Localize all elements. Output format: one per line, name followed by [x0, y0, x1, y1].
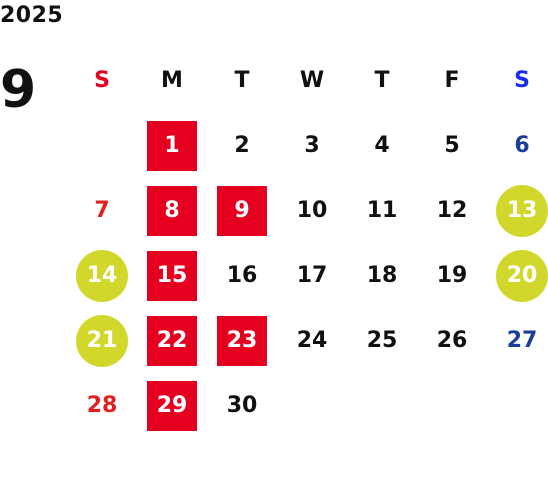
day-cell[interactable]: 21 [67, 308, 137, 373]
month-number: 9 [0, 60, 37, 120]
day-cell[interactable]: 12 [417, 178, 487, 243]
day-number: 12 [436, 198, 468, 223]
day-cell[interactable]: 28 [67, 373, 137, 438]
day-cell[interactable]: 14 [67, 243, 137, 308]
weekday-header: T [234, 68, 250, 93]
day-number: 15 [147, 250, 197, 301]
day-number: 14 [76, 249, 128, 302]
day-number: 8 [147, 185, 197, 236]
day-cell[interactable]: 8 [137, 178, 207, 243]
weekday-header: S [94, 68, 110, 93]
day-cell[interactable]: 4 [347, 113, 417, 178]
day-cell[interactable]: 26 [417, 308, 487, 373]
day-number: 13 [496, 184, 548, 237]
day-cell[interactable]: 18 [347, 243, 417, 308]
day-cell[interactable]: 7 [67, 178, 137, 243]
day-cell [277, 373, 347, 438]
year-label: 2025 [0, 3, 64, 28]
day-number: 30 [226, 393, 258, 418]
day-number: 29 [147, 380, 197, 431]
day-cell[interactable]: 11 [347, 178, 417, 243]
weekday-header: M [161, 68, 183, 93]
day-cell[interactable]: 3 [277, 113, 347, 178]
day-number: 22 [147, 315, 197, 366]
day-cell[interactable]: 16 [207, 243, 277, 308]
day-cell[interactable]: 15 [137, 243, 207, 308]
weekday-header: F [444, 68, 460, 93]
day-number: 23 [217, 315, 267, 366]
day-cell[interactable]: 30 [207, 373, 277, 438]
day-cell[interactable]: 19 [417, 243, 487, 308]
day-number: 20 [496, 249, 548, 302]
day-number: 18 [366, 263, 398, 288]
day-number: 10 [296, 198, 328, 223]
day-cell [67, 113, 137, 178]
day-cell[interactable]: 10 [277, 178, 347, 243]
day-cell[interactable]: 20 [487, 243, 548, 308]
day-cell[interactable]: 2 [207, 113, 277, 178]
day-number: 26 [436, 328, 468, 353]
day-number: 19 [436, 263, 468, 288]
day-number: 28 [86, 393, 118, 418]
day-number: 27 [506, 328, 538, 353]
day-number: 25 [366, 328, 398, 353]
weekday-header: T [374, 68, 390, 93]
day-number: 2 [234, 133, 250, 158]
day-number: 1 [147, 120, 197, 171]
day-number: 6 [514, 133, 530, 158]
day-cell [347, 373, 417, 438]
day-cell[interactable]: 13 [487, 178, 548, 243]
day-cell[interactable]: 5 [417, 113, 487, 178]
day-cell[interactable]: 1 [137, 113, 207, 178]
day-number: 16 [226, 263, 258, 288]
day-cell[interactable]: 25 [347, 308, 417, 373]
day-cell [487, 373, 548, 438]
day-cell[interactable]: 6 [487, 113, 548, 178]
day-number: 5 [444, 133, 460, 158]
day-number: 11 [366, 198, 398, 223]
day-number: 3 [304, 133, 320, 158]
day-number: 17 [296, 263, 328, 288]
day-number: 9 [217, 185, 267, 236]
day-number: 24 [296, 328, 328, 353]
weekday-header: S [514, 68, 530, 93]
day-cell[interactable]: 24 [277, 308, 347, 373]
day-number: 7 [94, 198, 110, 223]
day-cell[interactable]: 27 [487, 308, 548, 373]
weekday-header: W [299, 68, 325, 93]
day-cell[interactable]: 23 [207, 308, 277, 373]
day-cell[interactable]: 29 [137, 373, 207, 438]
day-cell[interactable]: 22 [137, 308, 207, 373]
day-cell[interactable]: 9 [207, 178, 277, 243]
day-number: 21 [76, 314, 128, 367]
day-number: 4 [374, 133, 390, 158]
day-cell [417, 373, 487, 438]
day-cell[interactable]: 17 [277, 243, 347, 308]
